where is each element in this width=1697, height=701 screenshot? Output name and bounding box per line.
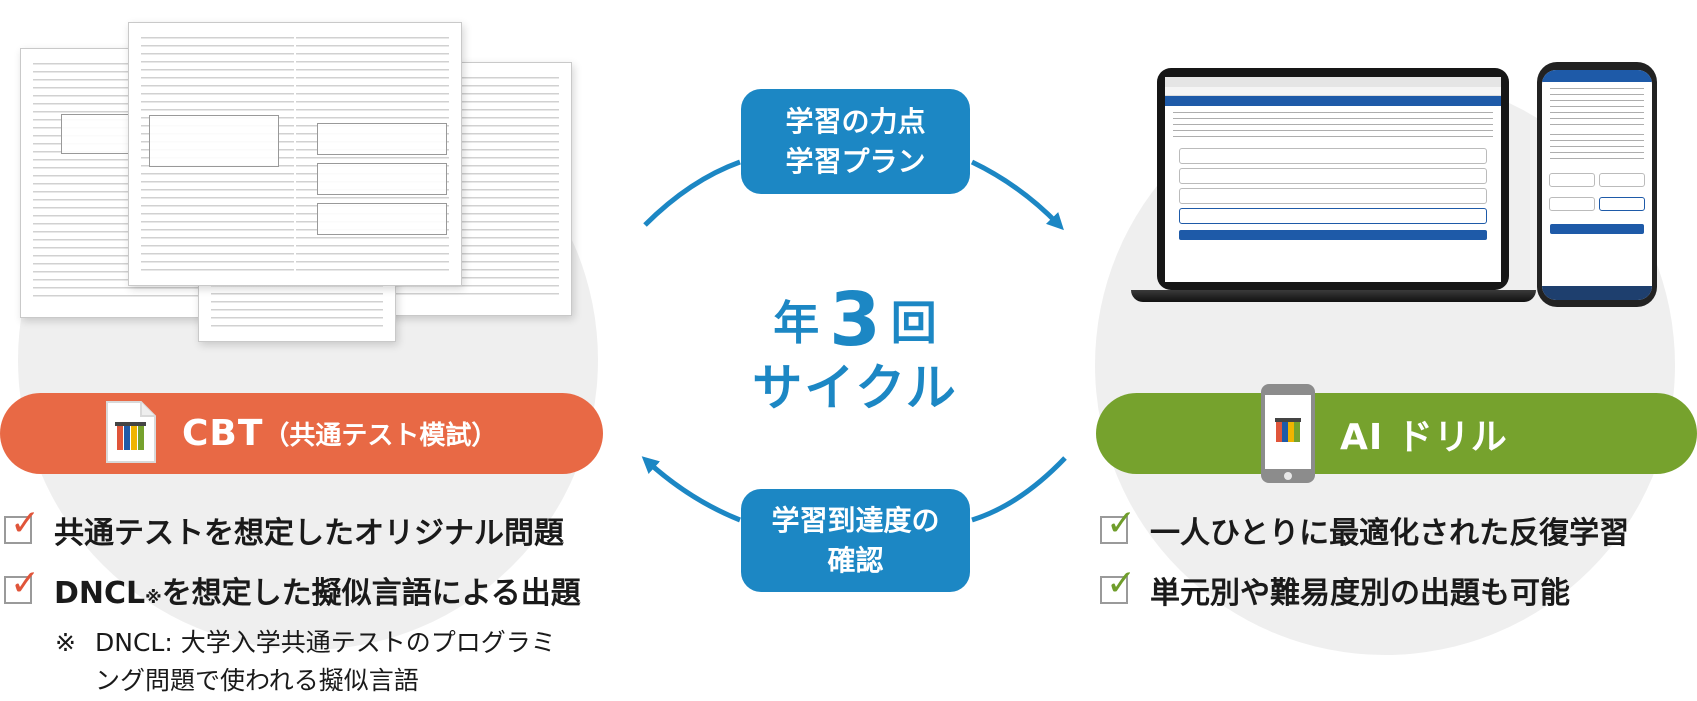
learning-plan-bubble: 学習の力点 学習プラン	[741, 89, 970, 194]
list-item: ✓ 一人ひとりに最適化された反復学習	[1100, 500, 1629, 560]
arrow-top-left	[643, 159, 741, 227]
dncl-label: DNCL	[54, 576, 146, 611]
ai-feature-1: 一人ひとりに最適化された反復学習	[1150, 516, 1630, 551]
achievement-line1: 学習到達度の	[771, 503, 940, 537]
dncl-note-mark: ※	[145, 588, 162, 608]
ai-drill-pill: AI ドリル	[1096, 393, 1697, 474]
check-icon: ✓	[1100, 566, 1136, 604]
cycle-prefix: 年	[773, 296, 820, 350]
learning-plan-line1: 学習の力点	[785, 104, 926, 138]
document-icon	[106, 401, 156, 463]
cbt-subtitle: （共通テスト模試）	[263, 421, 498, 451]
smartphone-icon	[1261, 384, 1315, 483]
ai-feature-2: 単元別や難易度別の出題も可能	[1150, 576, 1570, 611]
ai-drill-title: AI ドリル	[1340, 416, 1508, 458]
dncl-footnote: ※ DNCL: 大学入学共通テストのプログラミ ング問題で使われる擬似言語	[55, 624, 556, 700]
arrow-top-right	[970, 159, 1064, 231]
arrow-bottom-left	[641, 456, 741, 523]
cbt-feature-list: ✓ 共通テストを想定したオリジナル問題 ✓ DNCL※を想定した擬似言語による出…	[4, 500, 581, 620]
cbt-feature-2: を想定した擬似言語による出題	[161, 576, 581, 611]
list-item: ✓ DNCL※を想定した擬似言語による出題	[4, 560, 581, 620]
list-item: ✓ 共通テストを想定したオリジナル問題	[4, 500, 581, 560]
test-paper-front	[128, 22, 462, 286]
achievement-line2: 確認	[827, 543, 884, 577]
achievement-check-bubble: 学習到達度の 確認	[741, 489, 970, 592]
learning-plan-line2: 学習プラン	[785, 144, 926, 178]
cycle-word: サイクル	[752, 359, 958, 417]
footnote-line1: DNCL: 大学入学共通テストのプログラミ	[95, 628, 556, 657]
cbt-pill: CBT （共通テスト模試）	[0, 393, 603, 474]
arrow-bottom-right	[971, 456, 1067, 523]
ai-feature-list: ✓ 一人ひとりに最適化された反復学習 ✓ 単元別や難易度別の出題も可能	[1100, 500, 1629, 620]
cbt-title: CBT	[182, 413, 264, 454]
cycle-number: 3	[829, 277, 881, 363]
check-icon: ✓	[1100, 506, 1136, 544]
footnote-line2: ング問題で使われる擬似言語	[95, 666, 419, 695]
list-item: ✓ 単元別や難易度別の出題も可能	[1100, 560, 1629, 620]
check-icon: ✓	[4, 506, 40, 544]
cycle-suffix: 回	[890, 296, 937, 350]
footnote-mark: ※	[55, 628, 76, 657]
check-icon: ✓	[4, 566, 40, 604]
cbt-feature-1: 共通テストを想定したオリジナル問題	[54, 516, 564, 551]
